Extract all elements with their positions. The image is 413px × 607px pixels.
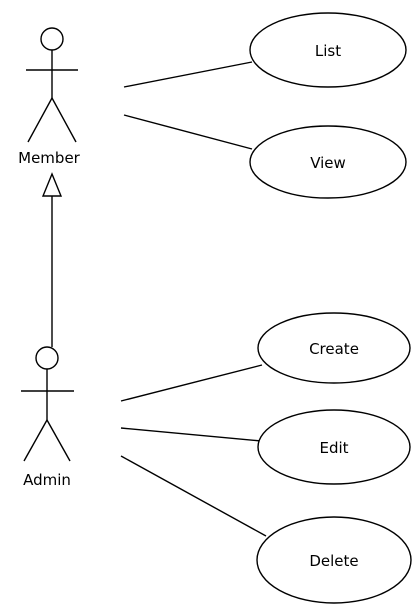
use-case-label-list: List	[315, 42, 341, 60]
association-member-list	[123, 61, 253, 88]
actor-head	[40, 27, 64, 51]
use-case-ellipse	[257, 312, 411, 384]
use-case-list: List	[249, 12, 407, 88]
use-case-ellipse	[256, 516, 412, 604]
use-case-label-view: View	[310, 154, 346, 172]
actor-admin: Admin	[21, 346, 74, 489]
actor-right-leg	[51, 97, 77, 143]
use-case-create: Create	[257, 312, 411, 384]
actor-label-admin: Admin	[23, 471, 71, 489]
actor-member: Member	[18, 27, 81, 167]
use-case-label-edit: Edit	[319, 439, 348, 457]
actor-right-leg	[46, 419, 71, 462]
generalization-arrowhead	[41, 172, 63, 197]
association-member-view	[123, 114, 253, 150]
actor-left-leg	[23, 419, 48, 462]
use-case-edit: Edit	[257, 409, 411, 485]
generalization-admin-to-member	[41, 172, 63, 347]
use-case-view: View	[249, 125, 407, 199]
actor-head	[35, 346, 59, 370]
actor-left-leg	[27, 97, 53, 143]
association-admin-delete	[120, 455, 267, 537]
use-case-label-create: Create	[309, 340, 359, 358]
association-admin-edit	[120, 427, 262, 442]
use-case-ellipse	[257, 409, 411, 485]
association-admin-create	[120, 364, 263, 402]
use-case-ellipse	[249, 12, 407, 88]
actor-label-member: Member	[18, 149, 81, 167]
use-case-delete: Delete	[256, 516, 412, 604]
use-case-ellipse	[249, 125, 407, 199]
use-case-label-delete: Delete	[309, 552, 358, 570]
